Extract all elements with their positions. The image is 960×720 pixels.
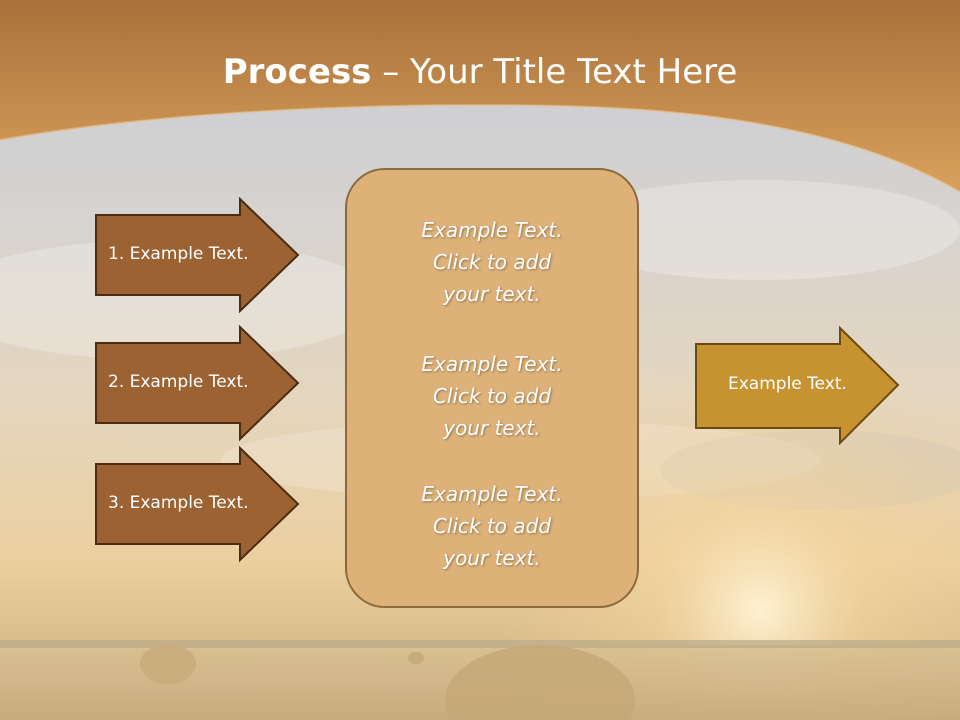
text-line: your text. (443, 416, 541, 440)
left-arrow-2[interactable]: 2. Example Text. (95, 324, 300, 442)
arrow-label: 1. Example Text. (108, 244, 249, 264)
arrow-shape (695, 325, 900, 446)
text-line: Example Text. (421, 352, 563, 376)
center-text-block-1: Example Text. Click to add your text. (347, 214, 637, 310)
text-line: Click to add (432, 514, 552, 538)
text-line: your text. (443, 546, 541, 570)
arrow-label: 3. Example Text. (108, 493, 249, 513)
arrow-label: 2. Example Text. (108, 372, 249, 392)
title-bold: Process (222, 52, 372, 92)
page-title[interactable]: Process – Your Title Text Here (0, 52, 960, 92)
arrow-shape (95, 324, 300, 442)
text-line: Click to add (432, 250, 552, 274)
left-arrow-3[interactable]: 3. Example Text. (95, 445, 300, 563)
arrow-label: Example Text. (728, 374, 847, 394)
arrow-shape (95, 445, 300, 563)
center-text-block-3: Example Text. Click to add your text. (347, 478, 637, 574)
text-line: Click to add (432, 384, 552, 408)
title-band (0, 0, 960, 193)
title-rest: – Your Title Text Here (371, 52, 738, 92)
right-arrow[interactable]: Example Text. (695, 325, 900, 446)
arrow-shape (95, 196, 300, 314)
center-text-box[interactable]: Example Text. Click to add your text. Ex… (345, 168, 639, 608)
text-line: Example Text. (421, 482, 563, 506)
left-arrow-1[interactable]: 1. Example Text. (95, 196, 300, 314)
text-line: your text. (443, 282, 541, 306)
center-text-block-2: Example Text. Click to add your text. (347, 348, 637, 444)
text-line: Example Text. (421, 218, 563, 242)
